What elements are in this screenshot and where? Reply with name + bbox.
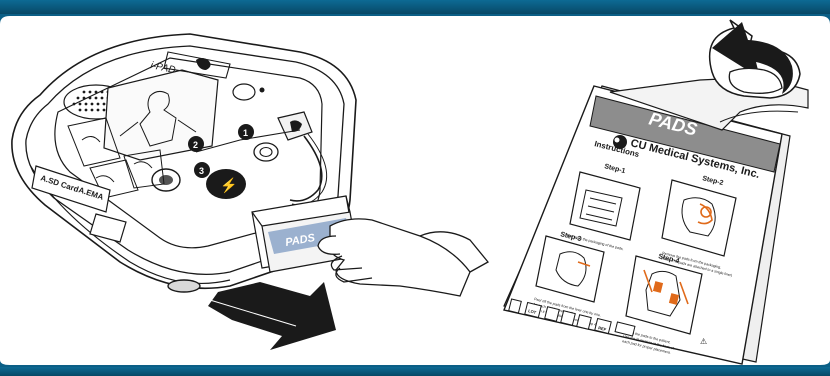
device-foot	[168, 280, 200, 292]
hand-palm	[330, 219, 470, 296]
symbol-box-3	[545, 307, 560, 322]
step-badge-3-label: 3	[199, 166, 204, 176]
pull-direction-arrow-icon	[208, 282, 336, 350]
bottom-banner-curve	[0, 360, 830, 367]
symbol-box-5	[577, 315, 592, 330]
step-badge-1-label: 1	[243, 128, 248, 138]
hand-pulling-pouch	[318, 219, 488, 296]
company-logo-dot	[615, 138, 620, 143]
bottom-banner	[0, 367, 830, 376]
status-light	[260, 88, 265, 93]
step-badge-2-label: 2	[193, 140, 198, 150]
analyze-button-inner	[159, 175, 173, 185]
warning-icon: ⚠	[700, 337, 707, 346]
symbol-box-1	[509, 299, 522, 313]
top-banner-curve	[0, 14, 830, 24]
symbol-box-4	[561, 311, 576, 326]
top-banner	[0, 0, 830, 14]
shock-icon: ⚡	[220, 177, 237, 194]
